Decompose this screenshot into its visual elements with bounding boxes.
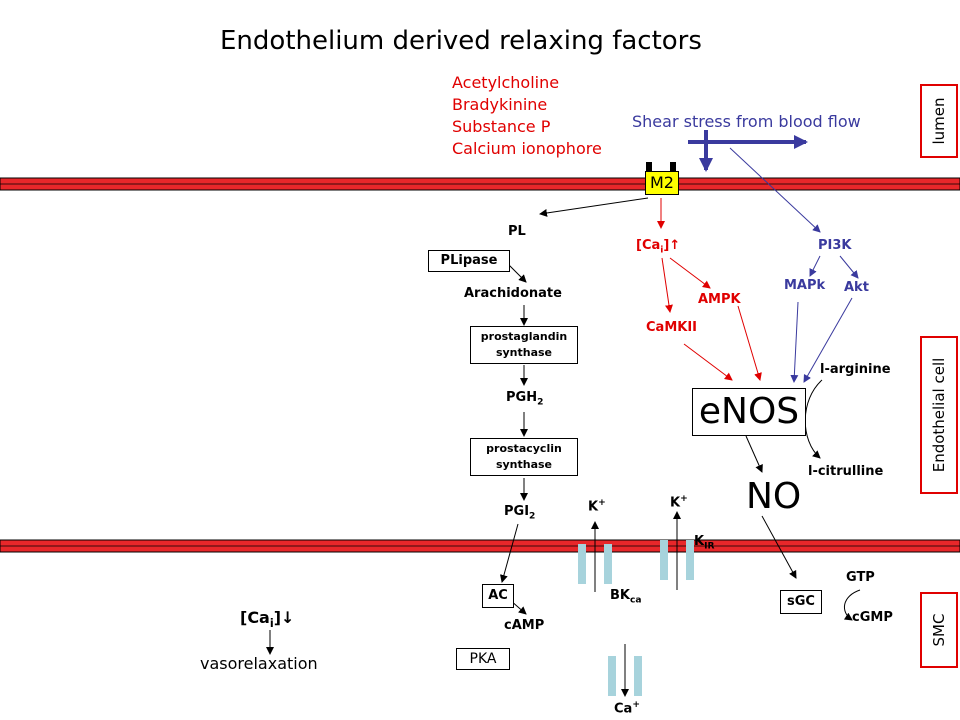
receptor-tick-left <box>646 162 652 172</box>
k-label-bkca: K+ <box>588 498 606 514</box>
arrow-cai-ampk <box>669 257 711 289</box>
kir-channel <box>660 511 694 590</box>
calcium-channel <box>608 644 642 697</box>
basal-membrane <box>0 539 960 553</box>
pgi2-label: PGI2 <box>504 504 535 522</box>
bkca-sub: ca <box>629 595 642 606</box>
arrow-pi3k-akt <box>839 255 859 279</box>
gtp-label: GTP <box>846 570 875 585</box>
arrow-mapk-enos <box>790 301 799 383</box>
arrow-shear-pi3k <box>729 147 821 233</box>
camp-label: cAMP <box>504 618 545 633</box>
k-plus-2: + <box>680 494 688 504</box>
arrow-no-sgc <box>761 515 797 579</box>
vasorelaxation-label: vasorelaxation <box>200 654 318 673</box>
k-label-kir: K+ <box>670 494 688 510</box>
pi3k-label: PI3K <box>818 238 852 253</box>
stimulus-item: Calcium ionophore <box>452 139 602 158</box>
arrow-pgi2-ac <box>500 523 519 583</box>
k-base: K <box>588 499 599 515</box>
enos-box: eNOS <box>692 388 806 436</box>
arrow-akt-enos <box>803 297 853 383</box>
ac-box: AC <box>482 584 514 608</box>
stimulus-item: Acetylcholine <box>452 73 560 92</box>
bkca-base: BK <box>610 588 630 603</box>
down-arrow-icon: ↓ <box>281 608 295 627</box>
arachidonate-label: Arachidonate <box>464 286 562 301</box>
k-plus: + <box>598 498 606 508</box>
pgi2-sub: 2 <box>529 511 536 522</box>
diagram-title: Endothelium derived relaxing factors <box>220 26 702 56</box>
akt-label: Akt <box>844 280 869 295</box>
ampk-label: AMPK <box>698 292 741 307</box>
pgh2-label: PGH2 <box>506 390 543 408</box>
stimulus-item: Bradykinine <box>452 95 548 114</box>
sgc-box: sGC <box>780 590 822 614</box>
cai-down-sub: i <box>269 617 274 631</box>
m2-receptor: M2 <box>645 171 679 195</box>
ca-plus: + <box>632 700 640 710</box>
region-endothelial-label: Endothelial cell <box>930 357 948 473</box>
pgh2-base: PGH <box>506 390 538 405</box>
region-lumen-label: lumen <box>930 97 948 145</box>
kir-base: K <box>694 534 705 549</box>
up-arrow-icon: ↑ <box>669 238 681 253</box>
kir-sub: IR <box>704 541 715 552</box>
kir-label: KIR <box>694 534 714 552</box>
stimuli-list: Acetylcholine Bradykinine Substance P Ca… <box>452 72 602 160</box>
stimulus-item: Substance P <box>452 117 551 136</box>
prostaglandin-synthase-box: prostaglandin synthase <box>470 326 578 364</box>
arrow-plipase-arachidonate <box>507 263 527 283</box>
cgmp-label: cGMP <box>852 610 893 625</box>
region-smc-label: SMC <box>930 613 948 647</box>
mapk-label: MAPk <box>784 278 826 293</box>
camkii-label: CaMKII <box>646 320 697 335</box>
pgi2-base: PGI <box>504 504 530 519</box>
arrow-gtp-cgmp <box>843 589 861 621</box>
cai-down-base: [Ca <box>240 608 270 627</box>
cai-down-close: ] <box>273 608 282 627</box>
arrow-m2-pl <box>539 197 649 217</box>
cai-base: [Ca <box>636 238 661 253</box>
bkca-channel <box>578 521 612 592</box>
region-smc: SMC <box>920 592 958 668</box>
ca-base: Ca <box>614 701 633 717</box>
pka-box: PKA <box>456 648 510 670</box>
arrow-camkii-enos <box>683 343 733 381</box>
plipase-box: PLipase <box>428 250 510 272</box>
apical-membrane <box>0 177 960 191</box>
arrow-cai-camkii <box>661 257 673 313</box>
arrow-ampk-enos <box>737 305 762 381</box>
cai-up-label: [Cai]↑ <box>636 238 680 256</box>
arrow-enos-no <box>745 435 763 473</box>
l-citrulline-label: l-citrulline <box>808 464 884 479</box>
pgh2-sub: 2 <box>537 397 544 408</box>
bkca-label: BKca <box>610 588 642 606</box>
ca-label: Ca+ <box>614 700 640 716</box>
cai-sub: i <box>660 245 664 256</box>
prostacyclin-synthase-box: prostacyclin synthase <box>470 438 578 476</box>
receptor-tick-right <box>670 162 676 172</box>
cai-down-label: [Cai]↓ <box>240 608 294 630</box>
no-label: NO <box>746 476 802 517</box>
region-endothelial-cell: Endothelial cell <box>920 336 958 494</box>
pl-label: PL <box>508 224 526 239</box>
cai-close: ] <box>663 238 670 253</box>
shear-stress-label: Shear stress from blood flow <box>632 112 861 131</box>
region-lumen: lumen <box>920 84 958 158</box>
arrow-arginine-citrulline <box>804 379 823 459</box>
l-arginine-label: l-arginine <box>820 362 891 377</box>
k-base-2: K <box>670 495 681 511</box>
arrow-pi3k-mapk <box>809 255 821 277</box>
